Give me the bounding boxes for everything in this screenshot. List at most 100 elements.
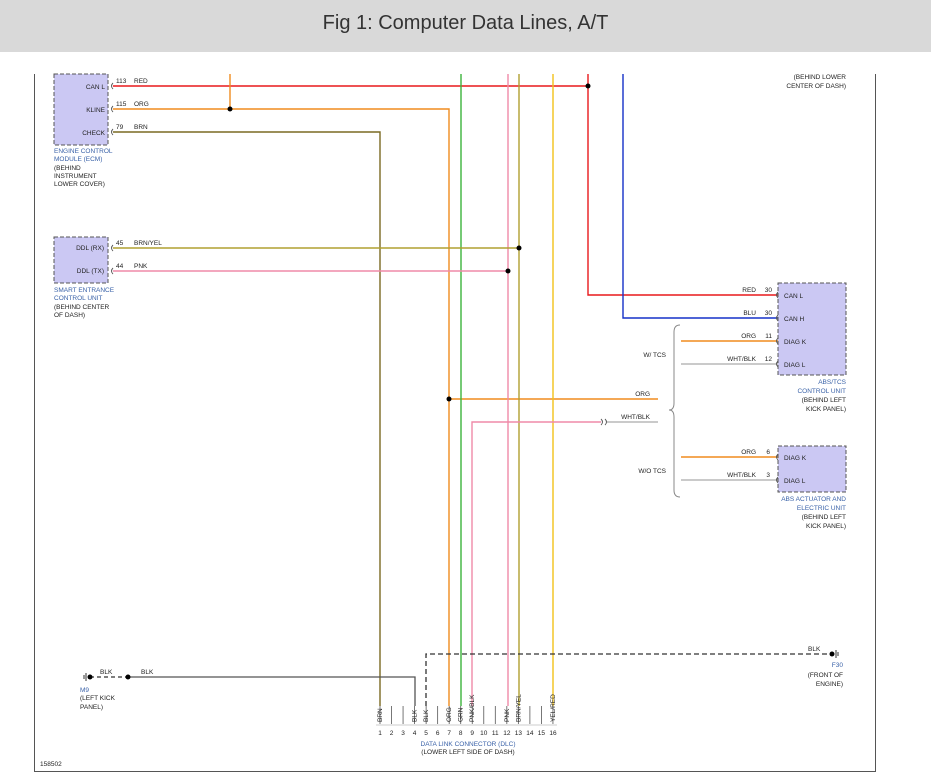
ecm-name-1: ENGINE CONTROL	[54, 148, 113, 155]
ground-m9-icon	[83, 673, 87, 681]
smart-wire-num-44: 44	[116, 263, 124, 270]
ecm-wire-num-79: 79	[116, 124, 124, 131]
top-right-loc-2: CENTER OF DASH)	[786, 83, 846, 90]
ecm-box	[53, 73, 109, 146]
ecm-loc-2: INSTRUMENT	[54, 173, 97, 180]
ecm-loc-1: (BEHIND	[54, 165, 81, 172]
variant-with-tcs: W/ TCS	[643, 352, 666, 359]
ecm-pin-can-l: CAN L	[86, 84, 106, 91]
ecm-pin-kline: KLINE	[86, 107, 105, 114]
abs-tcs-wire-color-whtblk: WHT/BLK	[727, 356, 757, 363]
abs-act-wire-color-org: ORG	[741, 449, 756, 456]
abs-tcs-loc-1: (BEHIND LEFT	[802, 397, 846, 404]
smart-wire-num-45: 45	[116, 240, 124, 247]
smart-loc-1: (BEHIND CENTER	[54, 304, 110, 311]
dlc-pin-number-2: 2	[390, 730, 394, 737]
abs-tcs-name-1: ABS/TCS	[818, 379, 846, 386]
dlc-pin-number-6: 6	[436, 730, 440, 737]
connector-stubs	[111, 82, 779, 484]
dlc-pin-number-14: 14	[526, 730, 534, 737]
dlc-location: (LOWER LEFT SIDE OF DASH)	[421, 749, 514, 756]
abs-tcs-box	[777, 282, 847, 376]
m9-wire-blk-1: BLK	[100, 669, 113, 676]
dlc-pin-color-7: ORG	[446, 707, 453, 722]
ecm-wire-color-org: ORG	[134, 101, 149, 108]
abs-tcs-wire-num-29: 30	[765, 287, 773, 294]
junction-dots	[87, 83, 835, 680]
abs-act-loc-1: (BEHIND LEFT	[802, 514, 846, 521]
abs-tcs-pin-diag-k: DIAG K	[784, 339, 807, 346]
wire-blue-can-h	[622, 74, 778, 319]
ground-icons	[83, 650, 839, 681]
figure-id: 158502	[40, 761, 62, 768]
m9-loc-2: PANEL)	[80, 704, 103, 711]
dlc-pin-number-10: 10	[480, 730, 488, 737]
dlc-pin-number-8: 8	[459, 730, 463, 737]
abs-tcs-wire-color-red: RED	[742, 287, 756, 294]
dlc-pin-color-16: YEL/RED	[550, 694, 557, 722]
ecm-wire-num-115: 115	[116, 101, 127, 108]
labels: CAN L KLINE CHECK 113 RED 115 ORG 79 BRN…	[40, 74, 847, 768]
dlc-pin-color-1: BRN	[377, 708, 384, 722]
abs-actuator-box	[777, 445, 847, 493]
ecm-name-2: MODULE (ECM)	[54, 156, 102, 163]
abs-act-name-1: ABS ACTUATOR AND	[781, 496, 846, 503]
dlc-pin-number-4: 4	[413, 730, 417, 737]
dlc-pin-color-4: BLK	[412, 709, 419, 722]
abs-act-name-2: ELECTRIC UNIT	[797, 505, 846, 512]
dlc-pin-number-13: 13	[515, 730, 523, 737]
smart-entrance-box	[53, 236, 109, 284]
smart-wire-color-pnk: PNK	[134, 263, 148, 270]
smart-pin-rx: DDL (RX)	[76, 245, 104, 252]
ecm-wire-num-113: 113	[116, 78, 127, 85]
ground-f30-icon	[835, 650, 839, 658]
wire-brown-check	[113, 131, 381, 706]
ecm-wire-color-red: RED	[134, 78, 148, 85]
abs-act-wire-color-whtblk: WHT/BLK	[727, 472, 757, 479]
m9-name: M9	[80, 687, 89, 694]
smart-name-2: CONTROL UNIT	[54, 295, 103, 302]
abs-act-wire-num-3: 3	[766, 472, 770, 479]
f30-name: F30	[832, 662, 844, 669]
ecm-wire-color-brn: BRN	[134, 124, 148, 131]
dlc-pin-number-11: 11	[492, 730, 499, 737]
dlc-pin-number-3: 3	[401, 730, 405, 737]
wire-pnk-blk	[471, 421, 601, 706]
dlc-pin-number-12: 12	[503, 730, 511, 737]
dlc-pin-number-7: 7	[447, 730, 451, 737]
abs-tcs-wire-num-12: 12	[765, 356, 773, 363]
figure-title: Fig 1: Computer Data Lines, A/T	[322, 12, 609, 34]
f30-loc-1: (FRONT OF	[808, 672, 843, 679]
abs-tcs-loc-2: KICK PANEL)	[806, 406, 846, 413]
smart-name-1: SMART ENTRANCE	[54, 287, 115, 294]
abs-tcs-pin-can-l: CAN L	[784, 293, 804, 300]
ecm-pin-check: CHECK	[82, 130, 105, 137]
diagram-frame	[34, 74, 876, 772]
tcs-bracket	[668, 324, 681, 498]
f30-loc-2: ENGINE)	[816, 681, 843, 688]
abs-act-pin-diag-k: DIAG K	[784, 455, 807, 462]
dlc-pin-number-9: 9	[470, 730, 474, 737]
smart-wire-color-brnyel: BRN/YEL	[134, 240, 162, 247]
top-right-loc-1: (BEHIND LOWER	[794, 74, 847, 81]
title-bar: Fig 1: Computer Data Lines, A/T	[0, 0, 931, 52]
dlc-name: DATA LINK CONNECTOR (DLC)	[421, 741, 516, 748]
dlc-pin-number-15: 15	[538, 730, 546, 737]
junction-whtblk-label: WHT/BLK	[621, 414, 651, 421]
dlc-pin-color-9: PNK/BLK	[469, 694, 476, 722]
dlc-pin-color-12: PNK	[504, 708, 511, 722]
wire-m9-blk	[128, 676, 416, 706]
wire-red-can-l	[113, 85, 778, 296]
modules	[53, 73, 847, 493]
wires	[90, 74, 832, 706]
dlc-pin-color-8: GRN	[458, 707, 465, 722]
variant-brackets	[668, 324, 681, 498]
abs-tcs-wire-color-org: ORG	[741, 333, 756, 340]
dlc-pin-number-16: 16	[549, 730, 557, 737]
m9-loc-1: (LEFT KICK	[80, 695, 116, 702]
abs-act-pin-diag-l: DIAG L	[784, 478, 806, 485]
abs-tcs-pin-diag-l: DIAG L	[784, 362, 806, 369]
wire-orange-kline	[113, 108, 450, 706]
